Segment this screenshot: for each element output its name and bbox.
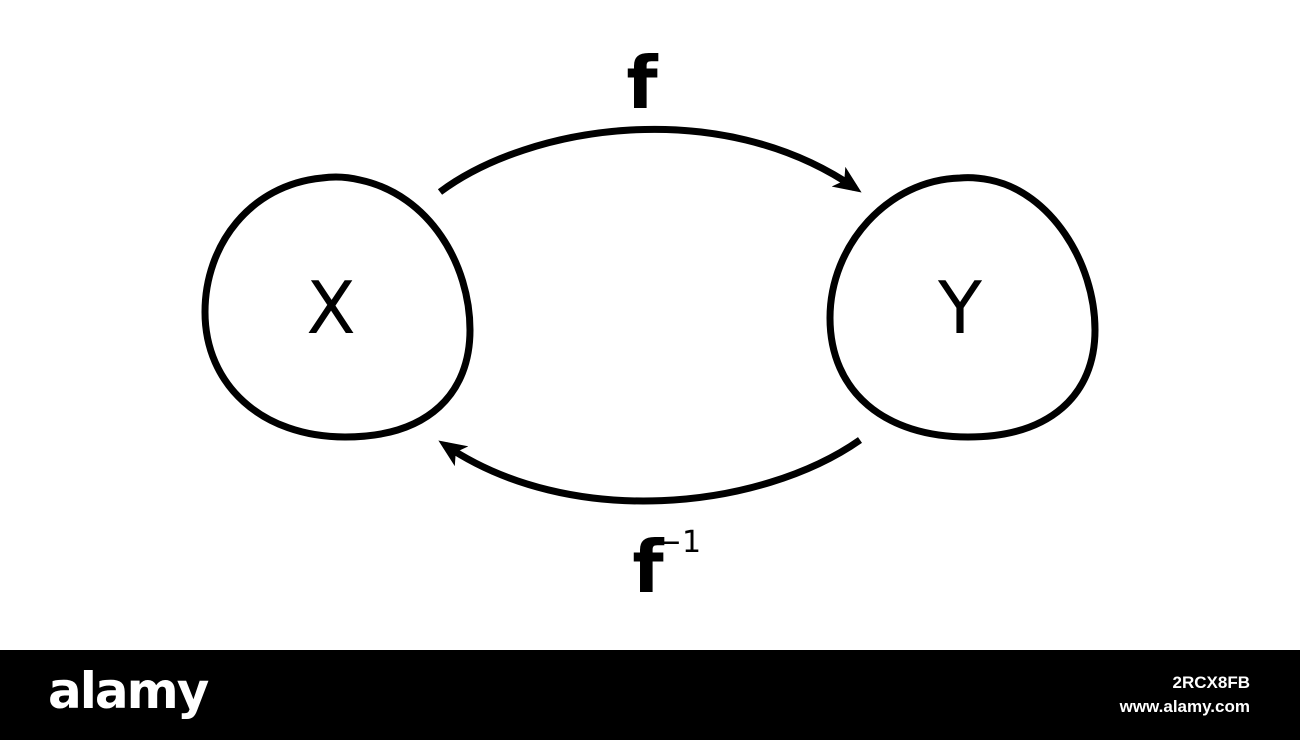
- arrow-f: [437, 125, 862, 195]
- arrow-f-inverse-superscript: −1: [657, 525, 701, 560]
- image-id-text: 2RCX8FB: [1172, 673, 1250, 692]
- arrow-f-inverse: [438, 437, 863, 505]
- site-url-text: www.alamy.com: [1119, 697, 1250, 716]
- watermark-footer: alamy 2RCX8FB www.alamy.com: [0, 650, 1300, 740]
- brand-logo: alamy: [48, 662, 209, 720]
- set-x-shape: [201, 173, 474, 441]
- arrow-f-label: f: [626, 41, 658, 125]
- function-diagram: X Y f f −1: [201, 41, 1099, 609]
- set-x-label: X: [306, 266, 355, 350]
- set-y-shape: [826, 174, 1099, 441]
- set-y-label: Y: [937, 266, 983, 350]
- arrow-f-inverse-label: f: [632, 525, 664, 609]
